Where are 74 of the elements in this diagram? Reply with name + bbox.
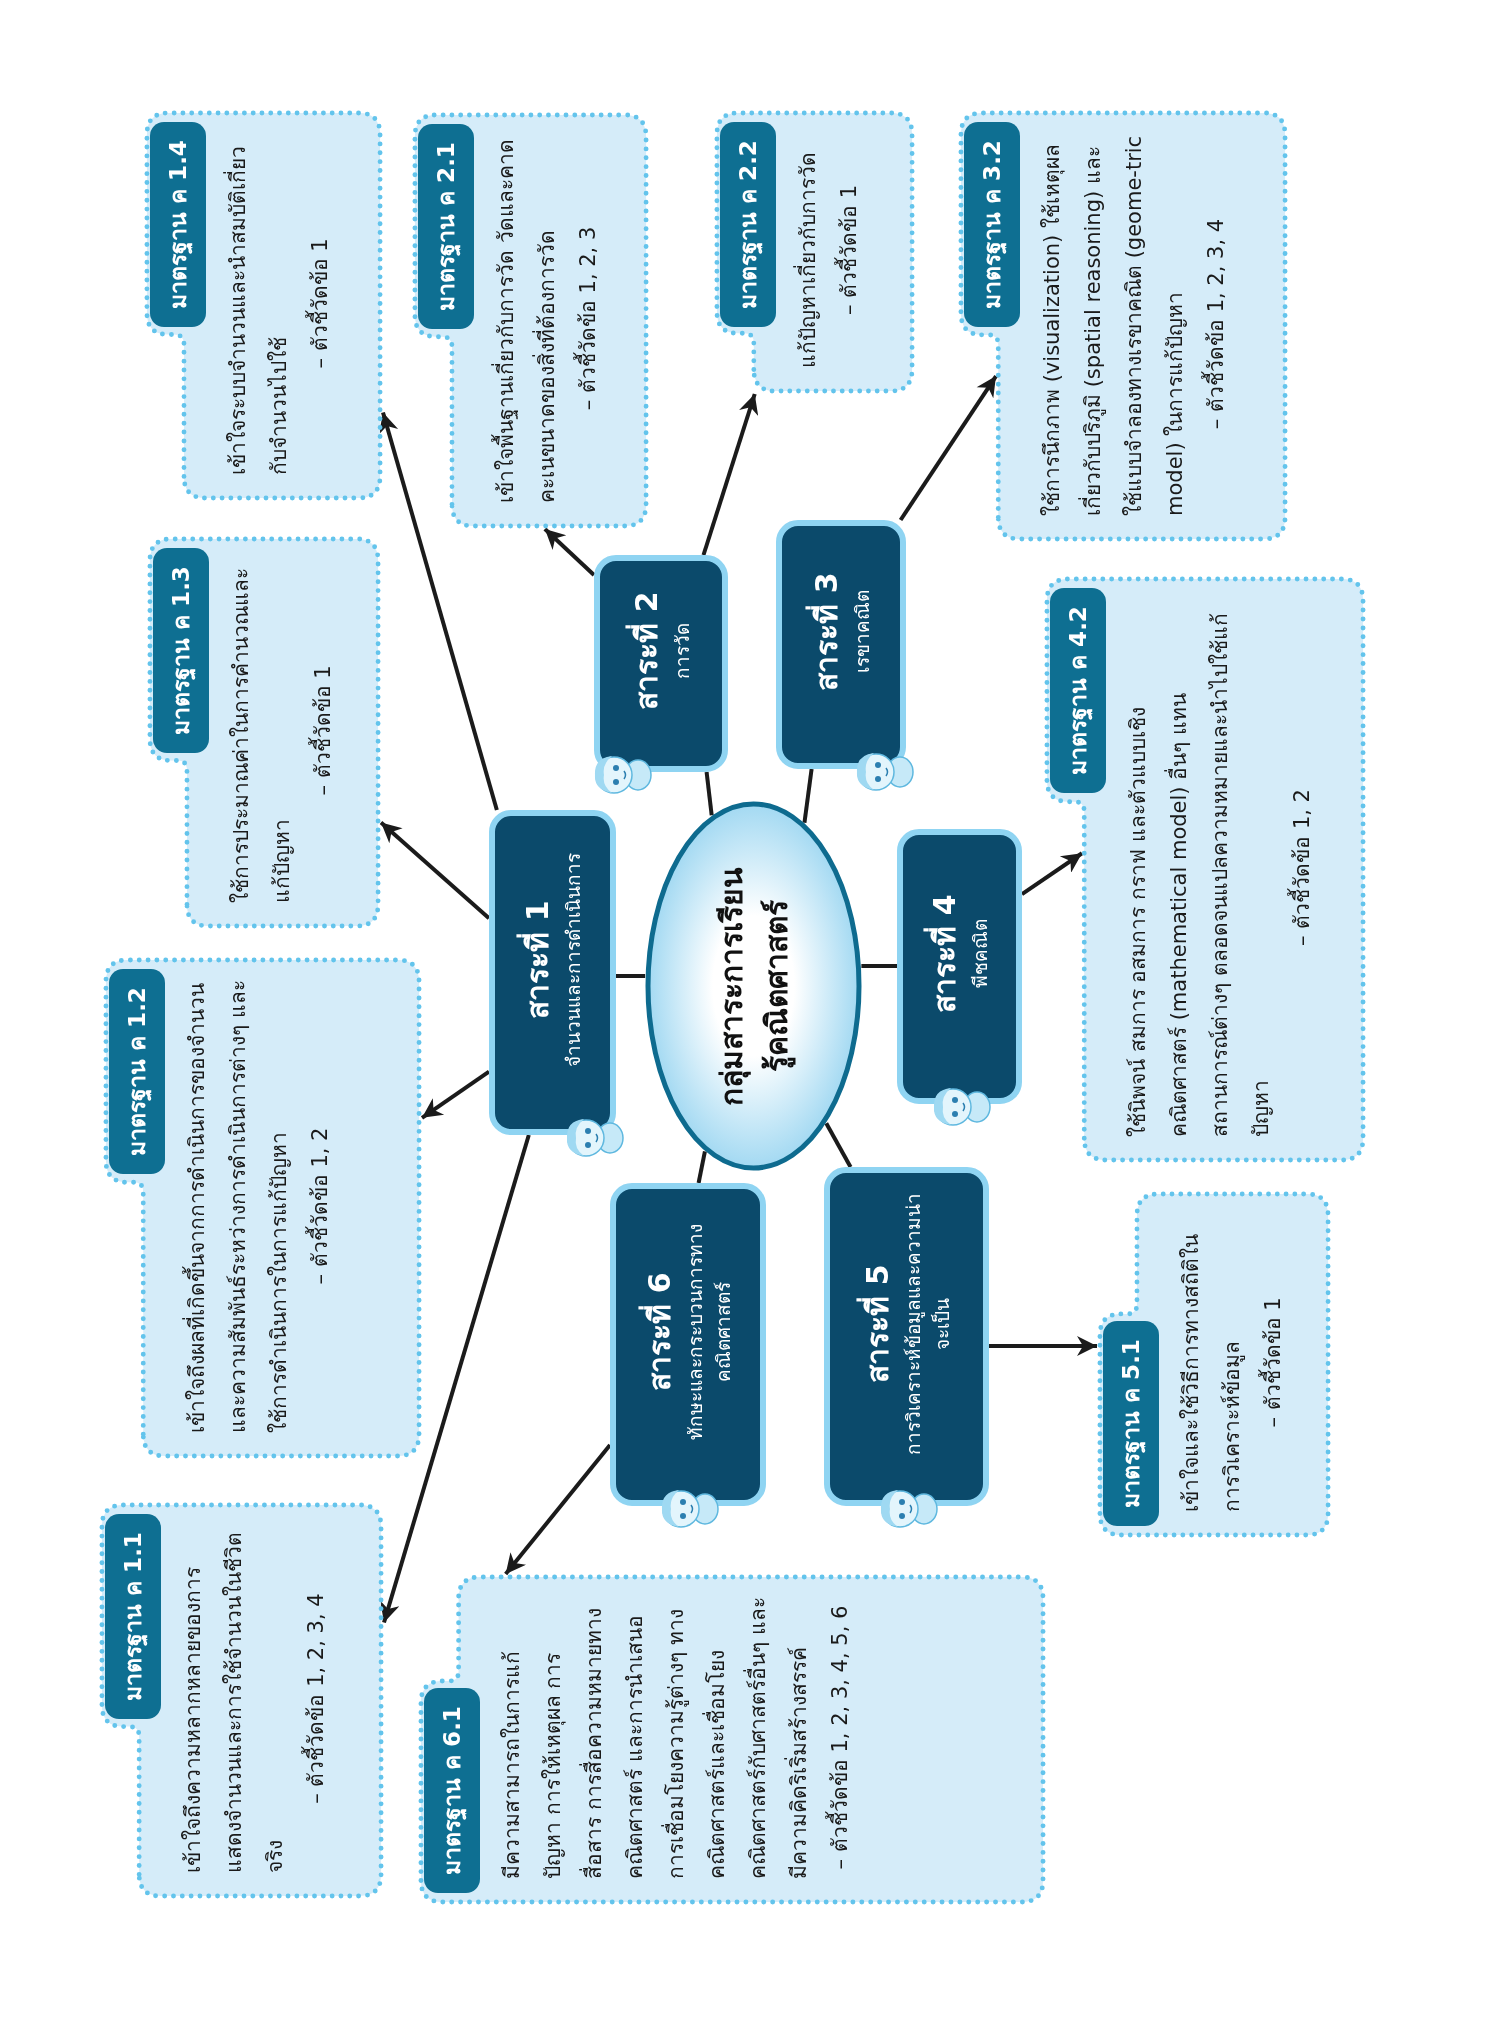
arrow <box>1020 851 1084 896</box>
standard-heading: มาตรฐาน ค 4.2 <box>1050 588 1106 793</box>
topic-box <box>776 520 906 769</box>
indicator-list: – ตัวชี้วัดข้อ 1, 2 <box>1282 789 1323 946</box>
arrow <box>543 527 596 577</box>
topic-subtitle: ทักษะและกระบวนการทางคณิตศาสตร์ <box>682 1222 735 1442</box>
standard-card <box>1097 1191 1331 1538</box>
arrow <box>989 1336 1097 1356</box>
standard-heading: มาตรฐาน ค 3.2 <box>964 122 1020 327</box>
topic-title: สาระที่ 3 <box>805 572 848 691</box>
topic-subtitle: จำนวนและการดำเนินการ <box>561 852 586 1067</box>
indicator-list: – ตัวชี้วัดข้อ 1, 2, 3, 4 <box>1196 218 1237 430</box>
standard-description: ใช้การประมาณค่าในการคำนวณและแก้ปัญหา <box>228 567 295 903</box>
standard-description: แก้ปัญหาเกี่ยวกับการวัด <box>788 132 829 368</box>
central-topic: กลุ่มสาระการเรียนรู้คณิตศาสตร์ <box>712 865 797 1108</box>
standard-card <box>958 110 1288 542</box>
topic-subtitle: เรขาคณิต <box>849 590 874 673</box>
standard-description: เข้าใจถึงผลที่เกิดขึ้นจากการดำเนินการของจำนวนและความสัมพันธ์ระหว่างการดำเนินการต่างๆ และใช้การดำเนินการในการแก้ปัญหา <box>177 979 300 1433</box>
topic-box <box>897 829 1022 1104</box>
arrow <box>701 393 759 556</box>
topic-title: สาระที่ 5 <box>857 1264 899 1383</box>
topic-title: สาระที่ 4 <box>924 894 967 1013</box>
standard-card <box>147 536 381 929</box>
standard-card <box>103 957 422 1459</box>
standard-card <box>418 1574 1046 1905</box>
standard-card <box>99 1502 384 1899</box>
topic-ellipse <box>645 801 862 1171</box>
arrow <box>420 1069 491 1120</box>
topic-title: สาระที่ 1 <box>517 900 560 1019</box>
standard-description: เข้าใจระบบจำนวนและนำสมบัติเกี่ยวกับจำนวนไปใช้ <box>218 132 300 475</box>
standard-description: เข้าใจพื้นฐานเกี่ยวกับการวัด วัดและคาดคะเนขนาดของสิ่งที่ต้องการวัด <box>486 134 568 503</box>
standard-card <box>1044 576 1366 1163</box>
indicator-list: – ตัวชี้วัดข้อ 1, 2 <box>300 1127 341 1285</box>
indicator-list: – ตัวชี้วัดข้อ 1, 2, 3, 4 <box>296 1593 337 1804</box>
standard-heading: มาตรฐาน ค 2.1 <box>418 124 474 329</box>
standard-heading: มาตรฐาน ค 1.4 <box>150 122 206 327</box>
topic-subtitle: การวิเคราะห์ข้อมูลและความน่าจะเป็น <box>901 1191 954 1456</box>
topic-subtitle: การวัด <box>669 622 694 679</box>
connector-line <box>802 768 814 823</box>
arrow <box>898 374 998 522</box>
indicator-list: – ตัวชี้วัดข้อ 1 <box>829 184 870 316</box>
standard-description: มีความสามารถในการแก้ปัญหา การให้เหตุผล การสื่อสาร การสื่อความหมายทางคณิตศาสตร์ และการนำเสนอ การเชื่อมโยงความรู้ต่างๆ ทางคณิตศาสตร์และเชื่อมโยงคณิตศาสตร์กับศาสตร์อื่นๆ และมีความคิดริเริ่มสร้างสรรค์ <box>499 1596 812 1879</box>
arrow <box>379 821 491 920</box>
standard-card <box>714 110 915 394</box>
arrow <box>504 1443 612 1576</box>
standard-description: เข้าใจถึงความหลากหลายของการแสดงจำนวนและการใช้จำนวนในชีวิตจริง <box>180 1531 288 1873</box>
connector-line <box>696 1151 707 1184</box>
standard-card <box>144 110 383 501</box>
standard-heading: มาตรฐาน ค 2.2 <box>720 122 776 327</box>
standard-description: ใช้นิพจน์ สมการ อสมการ กราฟ และตัวแบบเชิงคณิตศาสตร์ (mathematical model) อื่นๆ แทนสถานการณ์ต่างๆ ตลอดจนแปลความหมายและนำไปใช้แก้ปัญหา <box>1125 612 1274 1137</box>
standard-heading: มาตรฐาน ค 6.1 <box>424 1688 480 1893</box>
topic-subtitle: พีชคณิต <box>968 919 993 988</box>
standard-description: ใช้การนึกภาพ (visualization) ใช้เหตุผลเกี่ยวกับปริภูมิ (spatial reasoning) และใช้แบบจำลองทางเรขาคณิต (geome-tric model) ในการแก้ปัญหา <box>1039 134 1188 516</box>
standard-description: เข้าใจและใช้วิธีการทางสถิติในการวิเคราะห์ข้อมูล <box>1178 1233 1246 1512</box>
indicator-list: – ตัวชี้วัดข้อ 1 <box>1253 1297 1294 1428</box>
connector-line <box>861 964 897 968</box>
topic-box <box>610 1183 766 1506</box>
standard-heading: มาตรฐาน ค 1.3 <box>153 548 209 753</box>
standard-card <box>412 112 649 529</box>
standard-heading: มาตรฐาน ค 1.2 <box>109 969 165 1174</box>
indicator-list: – ตัวชี้วัดข้อ 1 <box>300 238 341 369</box>
connector-line <box>616 974 646 978</box>
indicator-list: – ตัวชี้วัดข้อ 1, 2, 3, 4, 5, 6 <box>820 1605 861 1870</box>
topic-title: สาระที่ 6 <box>638 1272 681 1391</box>
topic-box <box>594 555 728 772</box>
standard-heading: มาตรฐาน ค 1.1 <box>105 1514 161 1719</box>
topic-box <box>824 1167 989 1506</box>
topic-box <box>489 810 616 1135</box>
indicator-list: – ตัวชี้วัดข้อ 1 <box>303 665 344 796</box>
standard-heading: มาตรฐาน ค 5.1 <box>1103 1321 1159 1526</box>
topic-title: สาระที่ 2 <box>625 591 668 710</box>
indicator-list: – ตัวชี้วัดข้อ 1, 2, 3 <box>568 226 609 411</box>
connector-line <box>824 1122 853 1168</box>
connector-line <box>704 771 714 816</box>
